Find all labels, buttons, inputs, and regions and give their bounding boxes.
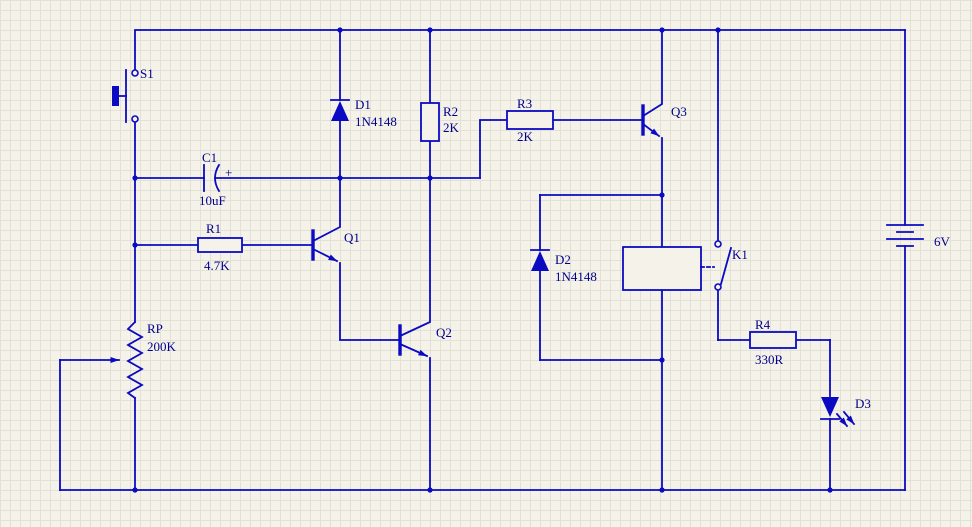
label-d1-ref: D1 bbox=[355, 97, 371, 112]
label-c1-polarity: + bbox=[225, 165, 232, 180]
label-d2-value: 1N4148 bbox=[555, 269, 597, 284]
label-r3-ref: R3 bbox=[517, 96, 532, 111]
label-q2-ref: Q2 bbox=[436, 325, 452, 340]
wire-network bbox=[59, 29, 906, 491]
component-rp-potentiometer bbox=[59, 320, 144, 400]
label-c1-value: 10uF bbox=[199, 193, 226, 208]
component-c1-capacitor bbox=[203, 163, 221, 193]
label-c1-ref: C1 bbox=[202, 150, 217, 165]
component-d1-diode bbox=[330, 99, 350, 121]
component-q3-transistor bbox=[641, 29, 663, 248]
component-k1-contact bbox=[714, 240, 733, 291]
label-battery-value: 6V bbox=[934, 234, 951, 249]
component-r4-resistor bbox=[749, 331, 797, 349]
label-r4-ref: R4 bbox=[755, 317, 771, 332]
label-rp-value: 200K bbox=[147, 339, 177, 354]
component-r1-resistor bbox=[197, 237, 243, 253]
label-q1-ref: Q1 bbox=[344, 230, 360, 245]
junction-dots bbox=[132, 27, 833, 493]
component-q2-transistor bbox=[398, 177, 431, 491]
label-r1-ref: R1 bbox=[206, 221, 221, 236]
component-s1-switch bbox=[112, 69, 139, 123]
label-r2-value: 2K bbox=[443, 120, 460, 135]
label-r3-value: 2K bbox=[517, 129, 534, 144]
label-r4-value: 330R bbox=[755, 352, 784, 367]
labels: S1 C1 10uF + R1 4.7K RP 200K D1 1N4148 R… bbox=[140, 66, 951, 411]
component-d3-led bbox=[820, 397, 856, 428]
label-k1-ref: K1 bbox=[732, 247, 748, 262]
component-r2-resistor bbox=[420, 102, 440, 142]
label-s1-ref: S1 bbox=[140, 66, 154, 81]
component-d2-diode bbox=[530, 194, 550, 361]
component-q1-transistor bbox=[311, 177, 401, 341]
label-r2-ref: R2 bbox=[443, 104, 458, 119]
label-d2-ref: D2 bbox=[555, 252, 571, 267]
label-r1-value: 4.7K bbox=[204, 258, 230, 273]
label-rp-ref: RP bbox=[147, 321, 163, 336]
component-battery bbox=[886, 224, 924, 247]
label-q3-ref: Q3 bbox=[671, 104, 687, 119]
component-r3-resistor bbox=[506, 110, 554, 130]
label-d3-ref: D3 bbox=[855, 396, 871, 411]
component-k1-relay-coil bbox=[622, 246, 715, 291]
label-d1-value: 1N4148 bbox=[355, 114, 397, 129]
